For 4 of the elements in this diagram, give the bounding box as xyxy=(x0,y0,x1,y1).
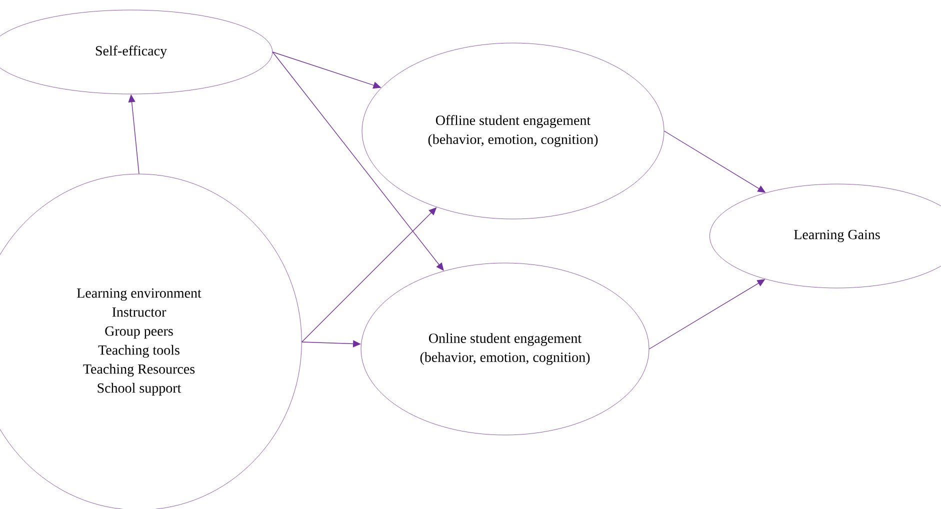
arrow xyxy=(272,52,444,271)
ellipse-node: Online student engagement (behavior, emotion, cognition) xyxy=(360,262,650,436)
ellipse-node: Offline student engagement (behavior, emotion, cognition) xyxy=(362,42,664,220)
arrow xyxy=(301,207,437,342)
